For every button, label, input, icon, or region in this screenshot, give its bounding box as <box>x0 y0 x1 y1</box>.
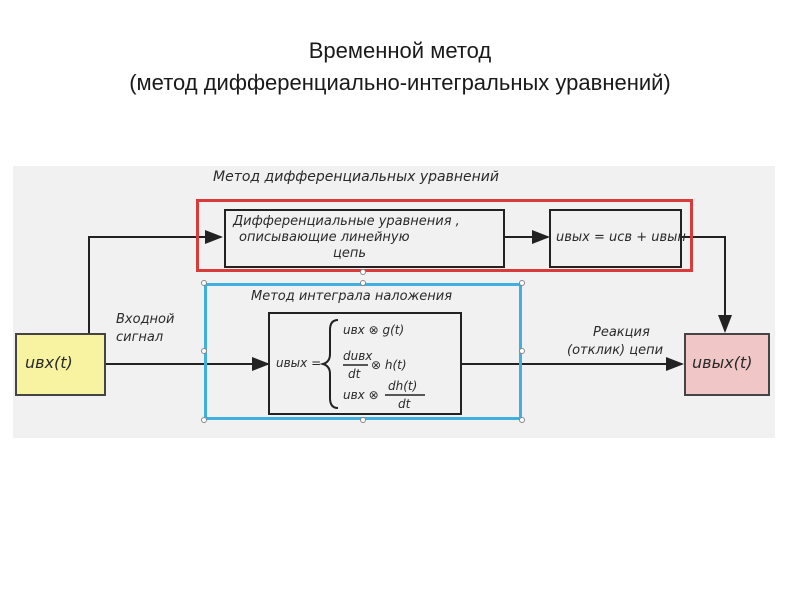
slide-subtitle: (метод дифференциально-интегральных урав… <box>129 70 671 95</box>
diagram-lines <box>88 209 732 415</box>
input-signal-box: uвх(t) <box>15 333 106 396</box>
resize-handle-bl[interactable] <box>201 417 207 423</box>
input-signal-label-line1: Входной <box>116 312 175 327</box>
case-3-numerator: dh(t) <box>388 379 418 393</box>
output-sum-box <box>549 209 682 268</box>
resize-handle-br[interactable] <box>519 417 525 423</box>
resize-handle-tr[interactable] <box>519 280 525 286</box>
resize-handle-tl[interactable] <box>201 280 207 286</box>
rotate-handle[interactable] <box>360 269 366 275</box>
integral-method-caption: Метод интеграла наложения <box>251 289 453 304</box>
case-2-denominator: dt <box>348 367 361 381</box>
reaction-label-line2: (отклик) цепи <box>567 343 664 358</box>
output-signal-box: uвых(t) <box>684 333 770 396</box>
integral-method-highlight[interactable] <box>204 283 522 420</box>
output-sum-formula: uвых = uсв + uвын <box>556 230 686 245</box>
u-out-label: uвых = <box>276 356 322 370</box>
resize-handle-r[interactable] <box>519 348 525 354</box>
diff-method-caption: Метод дифференциальных уравнений <box>213 169 499 185</box>
diff-method-highlight[interactable] <box>196 199 693 272</box>
slide-title: Временной метод <box>308 38 492 63</box>
case-2-rest: ⊗ h(t) <box>371 358 407 372</box>
sum-to-output-arrow <box>681 236 732 333</box>
input-to-diff-arrow <box>88 230 223 333</box>
input-signal-label-line2: сигнал <box>116 330 164 345</box>
output-signal-text: uвых(t) <box>692 353 753 372</box>
resize-handle-b[interactable] <box>360 417 366 423</box>
reaction-label-line1: Реакция <box>593 325 650 340</box>
input-signal-text: uвх(t) <box>25 353 73 372</box>
resize-handle-l[interactable] <box>201 348 207 354</box>
block-diagram: Метод дифференциальных уравнений Диффере… <box>13 166 775 438</box>
case-3-left: uвх ⊗ <box>343 388 379 402</box>
diff-eq-line1: Дифференциальные уравнения , <box>233 214 460 229</box>
case-2-numerator: duвх <box>343 349 373 363</box>
cases-brace <box>319 319 339 409</box>
case-3-denominator: dt <box>398 397 411 411</box>
case-1: uвх ⊗ g(t) <box>343 323 405 337</box>
resize-handle-t[interactable] <box>360 280 366 286</box>
diff-eq-line3: цепь <box>333 246 367 261</box>
diff-eq-line2: описывающие линейную <box>239 230 410 245</box>
diff-eq-box <box>224 209 505 268</box>
integral-box <box>268 312 462 415</box>
